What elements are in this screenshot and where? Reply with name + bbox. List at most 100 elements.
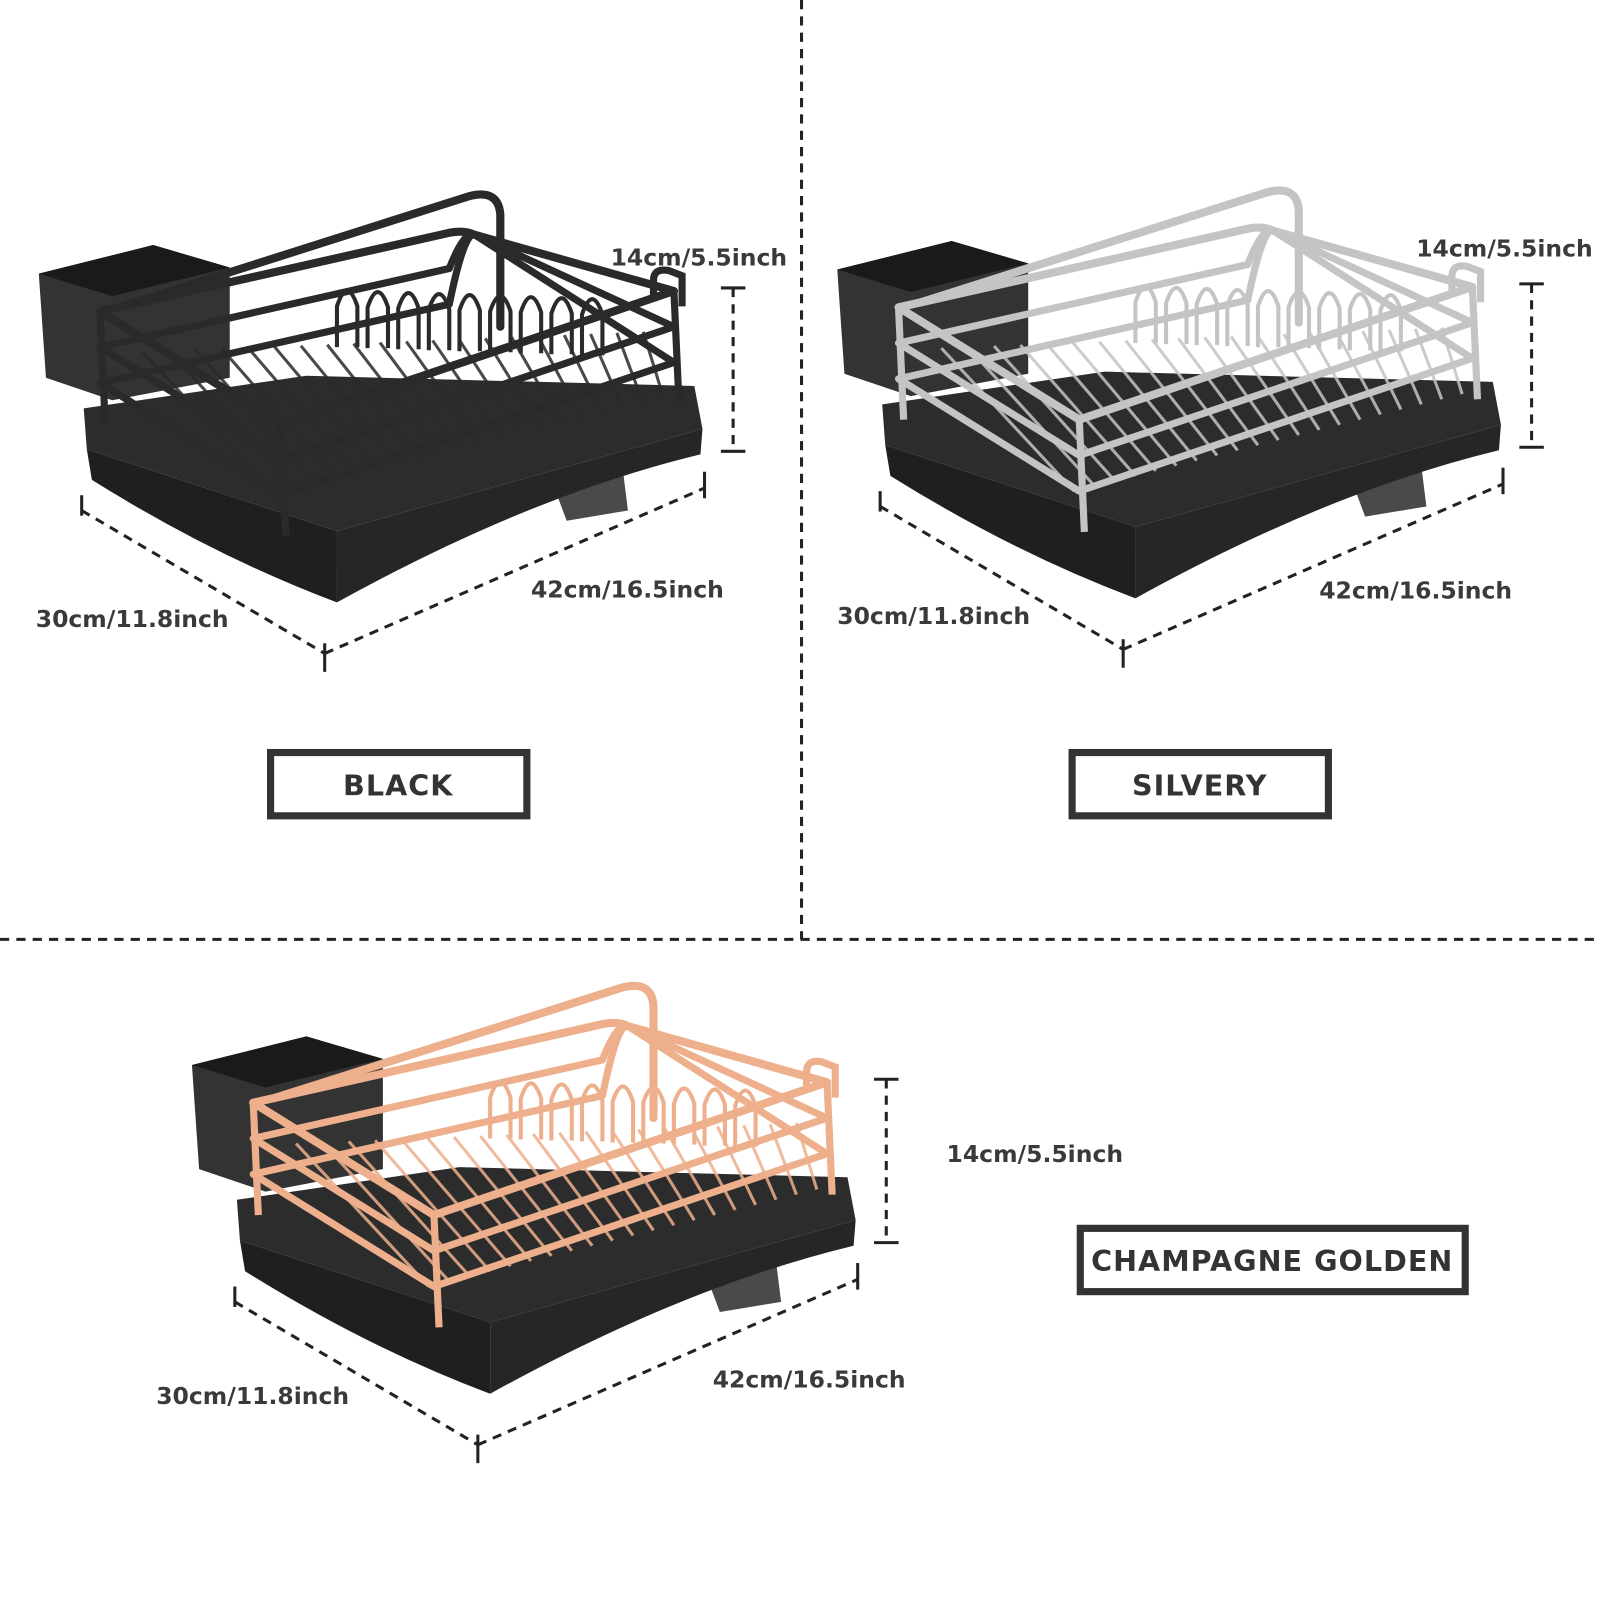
color-label: CHAMPAGNE GOLDEN [1091, 1244, 1453, 1278]
utensil-holder-top [38, 245, 230, 297]
basket-wire [1387, 329, 1423, 405]
back-handle [118, 190, 505, 331]
basket-wire [689, 1126, 737, 1211]
basket-wire [141, 351, 277, 497]
basket-wire [347, 1140, 471, 1278]
basket-wire [742, 1124, 778, 1201]
basket-wire [505, 1134, 594, 1247]
tray-front-right [336, 428, 703, 603]
basket-wire [1335, 331, 1382, 416]
tray-front-left [885, 445, 1136, 599]
side-handle [803, 1057, 839, 1098]
basket-wire [1203, 336, 1280, 441]
plate-holder-wire [334, 288, 360, 348]
plate-holder-wire [1164, 285, 1189, 345]
length-dimension: 42cm/16.5inch [531, 575, 724, 603]
basket-wire [400, 1138, 512, 1268]
basket-wire [531, 1132, 614, 1242]
panel-silvery [837, 186, 1544, 668]
basket-wire [194, 349, 318, 487]
height-dimension: 14cm/5.5inch [947, 1140, 1124, 1168]
basket-wire [452, 1136, 553, 1257]
plate-holder-wire [671, 1086, 697, 1145]
back-handle [916, 186, 1303, 327]
color-label: SILVERY [1132, 768, 1267, 802]
basket-rail [249, 1018, 832, 1220]
basket-wire [479, 1135, 573, 1252]
basket-leg [277, 423, 290, 537]
tray-front-left [86, 449, 337, 603]
plate-holder-wire [365, 289, 391, 349]
basket-wire [220, 348, 339, 481]
plate-holder-wire [1133, 284, 1158, 344]
basket-wire [1124, 339, 1219, 457]
basket-rail [96, 231, 678, 499]
basket-wire [1019, 343, 1137, 477]
tray-front-right [490, 1220, 856, 1394]
plate-holder-wire [1347, 292, 1373, 351]
basket-leg [823, 1082, 836, 1195]
length-dimension-line [1122, 482, 1504, 651]
tray-front-left [239, 1240, 491, 1394]
color-label-box [1076, 1224, 1469, 1296]
basket-wire [1150, 338, 1239, 452]
basket-leg [670, 290, 683, 404]
color-label-box [1068, 748, 1332, 820]
side-handle [649, 266, 686, 307]
basket-wire [294, 1142, 430, 1288]
basket-wire [940, 347, 1076, 493]
basket-rail [894, 226, 1476, 495]
side-handle [1448, 262, 1485, 303]
basket-wire [352, 342, 441, 456]
basket-wire [321, 1141, 451, 1283]
basket-wire [992, 345, 1117, 482]
length-dimension: 42cm/16.5inch [713, 1366, 906, 1394]
drain-tray [83, 375, 703, 531]
plate-holder-wire [488, 1080, 513, 1139]
width-dimension: 30cm/11.8inch [36, 605, 229, 633]
basket-leg [1075, 419, 1088, 533]
back-handle [271, 981, 658, 1123]
drain-tray [236, 1167, 856, 1323]
length-dimension-line [324, 486, 706, 655]
utensil-holder-top [191, 1036, 383, 1088]
tray-front-right [1135, 424, 1501, 599]
width-dimension: 30cm/11.8inch [837, 602, 1030, 630]
plate-holder-wire [396, 291, 421, 350]
basket-leg [249, 1102, 262, 1216]
basket-wire [168, 350, 298, 492]
basket-leg [894, 307, 908, 420]
basket-wire [589, 333, 625, 410]
basket-leg [96, 311, 109, 424]
plate-holder-wire [610, 1084, 636, 1143]
panel-black [38, 190, 746, 672]
color-label: BLACK [343, 768, 454, 802]
width-dimension: 30cm/11.8inch [156, 1382, 349, 1410]
plate-holder-wire [1317, 291, 1342, 350]
length-dimension: 42cm/16.5inch [1319, 576, 1512, 604]
width-dimension-line [234, 1300, 479, 1447]
length-dimension-line [477, 1277, 859, 1447]
basket-wire [1045, 342, 1158, 472]
basket-wire [558, 1131, 635, 1237]
width-dimension-line [879, 505, 1124, 651]
basket-wire [247, 346, 359, 476]
basket-wire [966, 346, 1096, 488]
basket-wire [378, 341, 461, 451]
basket-wire [405, 340, 482, 446]
basket-leg [430, 1214, 443, 1328]
plate-holder-wire [549, 296, 574, 355]
basket-rail [249, 1022, 831, 1291]
basket-wire [326, 343, 420, 461]
basket-wire [299, 344, 400, 466]
utensil-holder-top [837, 240, 1029, 293]
plate-holder-wire [549, 1082, 574, 1141]
height-dimension: 14cm/5.5inch [611, 243, 788, 271]
basket-leg [1468, 286, 1482, 400]
basket-wire [1177, 337, 1260, 447]
plate-holder-wire [702, 1087, 727, 1146]
plate-holder-wire [1194, 286, 1220, 346]
basket-wire [1098, 340, 1198, 462]
plate-holder-wire [1255, 288, 1281, 348]
